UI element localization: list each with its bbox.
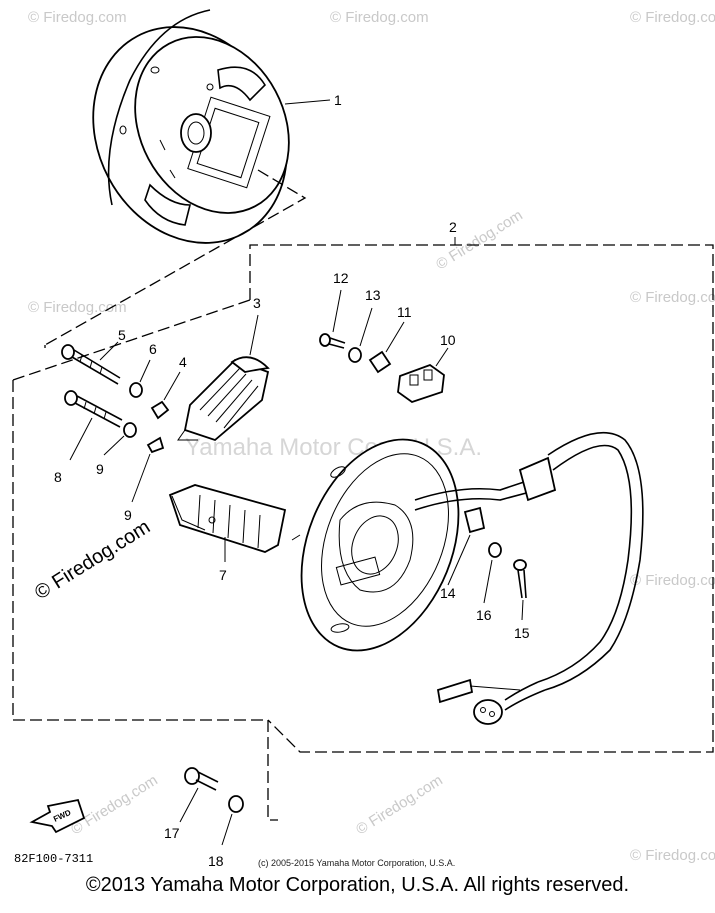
- screw-8: [64, 390, 123, 428]
- callout-9-clip: 9: [124, 507, 132, 523]
- callout-9: 9: [96, 461, 104, 477]
- callout-4: 4: [179, 354, 187, 370]
- callout-6: 6: [149, 341, 157, 357]
- callout-12: 12: [333, 270, 349, 286]
- screw-5: [61, 344, 121, 385]
- washer-13: [348, 347, 362, 363]
- watermark-tile: © Firedog.com: [68, 772, 161, 839]
- watermark-tile: © Firedog.com: [28, 9, 127, 26]
- flywheel-rotor: [92, 9, 290, 244]
- watermark-tile: © Firedog.com: [630, 572, 715, 589]
- watermark-tile: © Firedog.com: [630, 847, 715, 864]
- callout-1: 1: [334, 92, 342, 108]
- stator-plate: [291, 438, 460, 652]
- callout-3: 3: [253, 295, 261, 311]
- callout-15: 15: [514, 625, 530, 641]
- watermark-tile: © Firedog.com: [353, 772, 446, 839]
- watermark-tile: © Firedog.com: [28, 299, 127, 316]
- pulser-coil: [177, 356, 270, 442]
- clip: [146, 436, 165, 454]
- screw-15: [513, 559, 527, 599]
- diagram-code: 82F100-7311: [14, 852, 93, 866]
- washer-9: [123, 422, 137, 438]
- fwd-arrow: FWD: [29, 798, 86, 834]
- washer-18: [228, 795, 244, 813]
- watermark-tile: © Firedog.com: [330, 9, 429, 26]
- screw-17: [184, 767, 219, 791]
- wire-harness: [414, 432, 644, 725]
- washer-16: [488, 542, 502, 558]
- clip-11: [368, 350, 392, 374]
- clip-4: [150, 400, 170, 420]
- watermark-tile: © Firedog.com: [630, 289, 715, 306]
- callout-16: 16: [476, 607, 492, 623]
- callout-18: 18: [208, 853, 224, 869]
- callout-10: 10: [440, 332, 456, 348]
- connector-10: [397, 363, 445, 403]
- callout-5: 5: [118, 327, 126, 343]
- callout-7: 7: [219, 567, 227, 583]
- side-watermark: © Firedog.com: [31, 516, 154, 604]
- footer-copyright: ©2013 Yamaha Motor Corporation, U.S.A. A…: [85, 874, 630, 896]
- watermark-tile: © Firedog.com: [630, 9, 715, 26]
- watermark-tile: © Firedog.com: [433, 207, 526, 274]
- callout-13: 13: [365, 287, 381, 303]
- charging-coil: [168, 484, 287, 553]
- small-copyright: (c) 2005-2015 Yamaha Motor Corporation, …: [258, 858, 455, 868]
- callout-14: 14: [440, 585, 456, 601]
- callout-11: 11: [397, 304, 412, 320]
- screw-12: [319, 333, 346, 349]
- washer-6: [129, 382, 143, 398]
- bracket-14: [463, 506, 486, 534]
- callout-2: 2: [449, 219, 457, 235]
- callout-17: 17: [164, 825, 180, 841]
- callout-8: 8: [54, 469, 62, 485]
